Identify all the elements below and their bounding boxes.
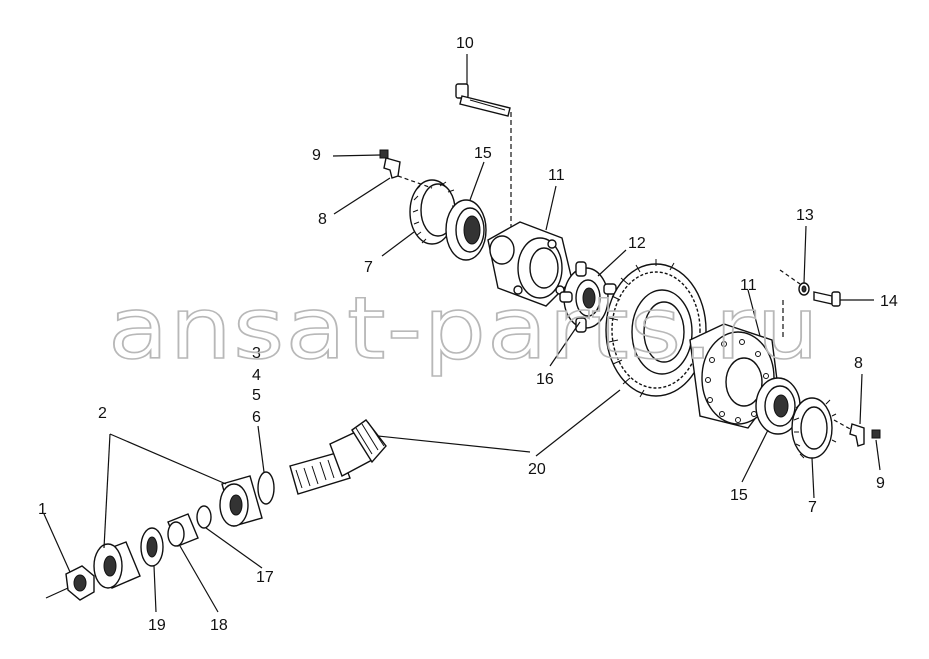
callout-10: 10 bbox=[456, 35, 474, 52]
watermark-text: ansat-parts.ru bbox=[108, 279, 820, 379]
part-pinion-shaft bbox=[289, 419, 387, 495]
part-bolt-14 bbox=[813, 291, 841, 307]
callout-17: 17 bbox=[256, 569, 274, 586]
callout-13: 13 bbox=[796, 207, 814, 224]
callout-3: 3 bbox=[252, 345, 261, 362]
callout-1: 1 bbox=[38, 501, 47, 518]
part-lock-plate-8-upper bbox=[383, 157, 401, 179]
callout-12: 12 bbox=[628, 235, 646, 252]
part-adjusting-nut-7-lower bbox=[791, 397, 837, 459]
part-bolt-10 bbox=[455, 83, 512, 230]
part-seal-19 bbox=[140, 527, 164, 567]
part-case-half-11-upper bbox=[487, 221, 573, 307]
leader-lines bbox=[43, 54, 881, 613]
callout-20: 20 bbox=[528, 461, 546, 478]
part-lock-plate-8-lower bbox=[849, 423, 865, 447]
part-ring-gear-20 bbox=[605, 259, 707, 398]
callout-19: 19 bbox=[148, 617, 166, 634]
callout-9-lower: 9 bbox=[876, 475, 885, 492]
callout-8-lower: 8 bbox=[854, 355, 863, 372]
part-spacer-18 bbox=[167, 513, 199, 547]
callout-5: 5 bbox=[252, 387, 261, 404]
callout-16: 16 bbox=[536, 371, 554, 388]
callout-15-lower: 15 bbox=[730, 487, 748, 504]
part-bearing-cup-15-upper bbox=[445, 199, 487, 261]
callout-8-upper: 8 bbox=[318, 211, 327, 228]
callout-numbers: 10 9 8 7 15 11 12 16 13 14 11 8 9 15 7 2… bbox=[38, 35, 898, 634]
callout-4: 4 bbox=[252, 367, 261, 384]
part-bolt-9-upper bbox=[379, 149, 389, 159]
part-bearing-2-lower bbox=[93, 541, 141, 589]
callout-11-upper: 11 bbox=[548, 167, 565, 184]
part-shims-3-6 bbox=[257, 471, 275, 505]
callout-18: 18 bbox=[210, 617, 228, 634]
callout-15-upper: 15 bbox=[474, 145, 492, 162]
callout-11-lower: 11 bbox=[740, 277, 757, 294]
part-bearing-cup-15-lower bbox=[755, 377, 801, 435]
part-spider-gears-12 bbox=[559, 261, 617, 333]
callout-7-upper: 7 bbox=[364, 259, 373, 276]
callout-7-lower: 7 bbox=[808, 499, 817, 516]
part-ring-17 bbox=[196, 505, 212, 529]
callout-14: 14 bbox=[880, 293, 898, 310]
part-bearing-2-upper bbox=[219, 475, 263, 527]
part-washer-13 bbox=[798, 282, 810, 296]
part-bolt-9-lower bbox=[871, 429, 881, 439]
callout-2: 2 bbox=[98, 405, 107, 422]
callout-6: 6 bbox=[252, 409, 261, 426]
callout-9-upper: 9 bbox=[312, 147, 321, 164]
part-nut-1 bbox=[45, 565, 95, 601]
